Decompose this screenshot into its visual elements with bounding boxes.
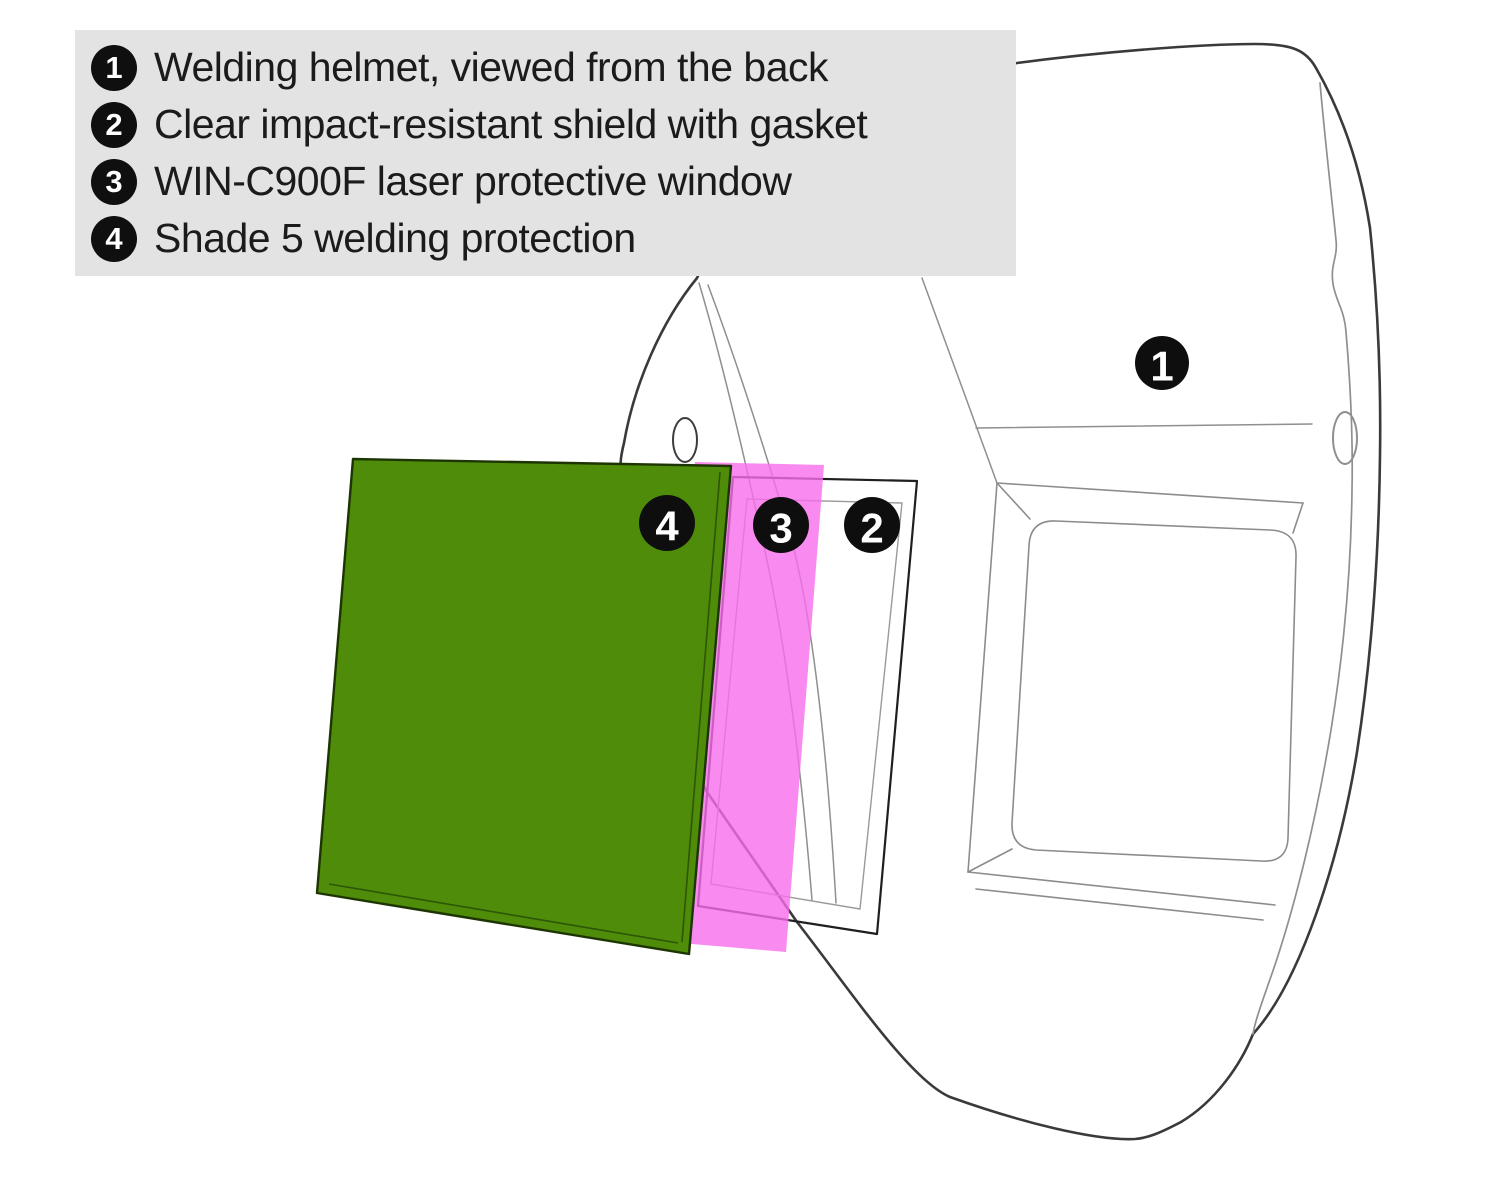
callout-window-badge: 3 xyxy=(753,497,809,553)
shade5-plate xyxy=(315,457,733,956)
left-mount-hole xyxy=(672,417,698,463)
right-mount-hole xyxy=(1332,411,1358,465)
legend-item-4-badge: 4 xyxy=(91,215,137,262)
callout-shield-badge: 2 xyxy=(844,497,900,553)
legend-item-3-label: WIN-C900F laser protective window xyxy=(154,158,792,204)
callout-helmet-badge: 1 xyxy=(1135,336,1189,390)
callout-shade-badge: 4 xyxy=(639,495,695,551)
upper-band-line xyxy=(975,423,1313,429)
window-frame xyxy=(967,482,1304,921)
side-flap-line xyxy=(1252,82,1354,1035)
legend-item-2: 2 Clear impact-resistant shield with gas… xyxy=(91,96,1016,153)
legend-item-1: 1 Welding helmet, viewed from the back xyxy=(91,39,1016,96)
callout-shield-number: 2 xyxy=(860,505,883,552)
window-opening xyxy=(1011,520,1297,862)
callout-shade-number: 4 xyxy=(655,503,679,550)
legend-item-1-label: Welding helmet, viewed from the back xyxy=(154,44,829,90)
callout-helmet-number: 1 xyxy=(1150,343,1173,390)
legend-item-2-badge: 2 xyxy=(91,101,137,148)
legend-item-3: 3 WIN-C900F laser protective window xyxy=(91,153,1016,210)
helmet-inner-edge-line xyxy=(921,277,998,484)
legend-panel: 1 Welding helmet, viewed from the back 2… xyxy=(75,30,1016,276)
legend-item-2-label: Clear impact-resistant shield with gaske… xyxy=(154,101,868,147)
legend-item-3-badge: 3 xyxy=(91,158,137,205)
legend-item-1-badge: 1 xyxy=(91,44,137,91)
legend-item-4: 4 Shade 5 welding protection xyxy=(91,210,1016,267)
legend-item-4-label: Shade 5 welding protection xyxy=(154,215,636,261)
shade5-plate-edge xyxy=(328,471,721,944)
callout-window-number: 3 xyxy=(769,505,792,552)
